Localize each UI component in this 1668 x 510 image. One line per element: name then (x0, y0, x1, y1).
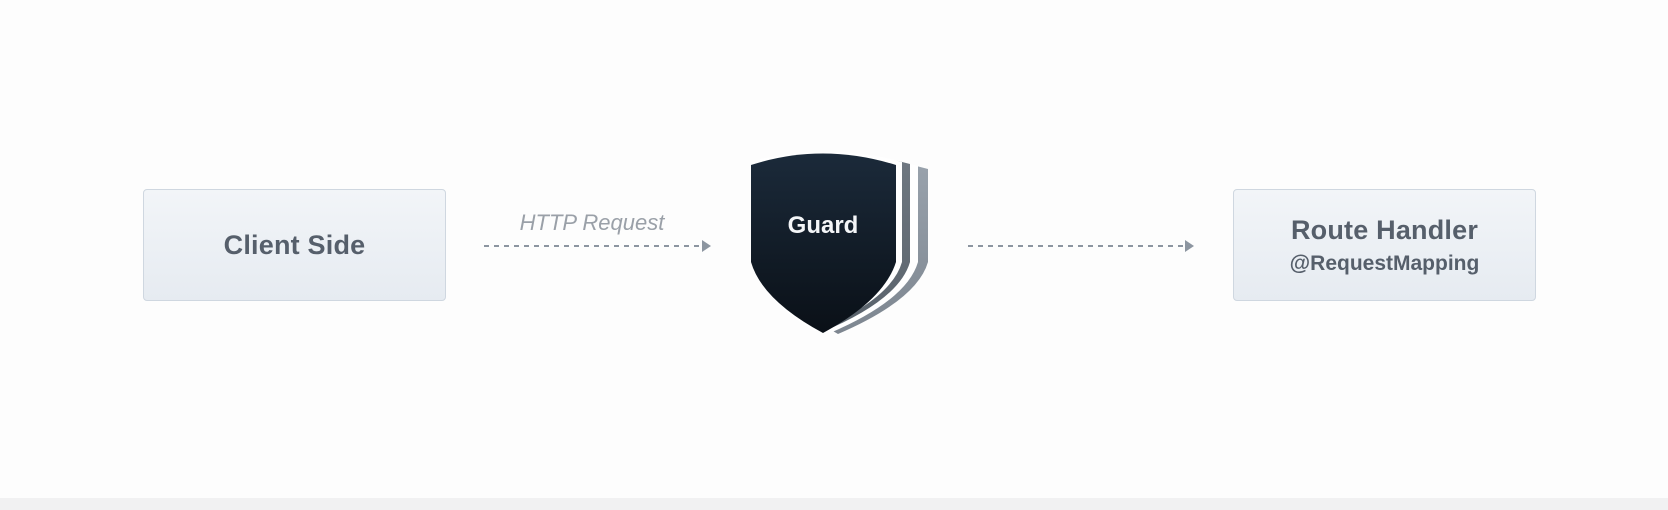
client-side-box: Client Side (143, 189, 446, 301)
guard-label: Guard (787, 212, 859, 239)
route-handler-label: Route Handler (1290, 214, 1479, 245)
route-handler-box: Route Handler @RequestMapping (1233, 189, 1536, 301)
arrow-guard-to-route (968, 240, 1194, 252)
client-side-label: Client Side (223, 229, 366, 260)
arrow-client-to-guard (484, 240, 711, 252)
http-request-label: HTTP Request (519, 210, 665, 235)
bottom-divider (0, 498, 1668, 510)
guard-shield-icon (751, 152, 928, 334)
request-mapping-label: @RequestMapping (1289, 251, 1480, 275)
